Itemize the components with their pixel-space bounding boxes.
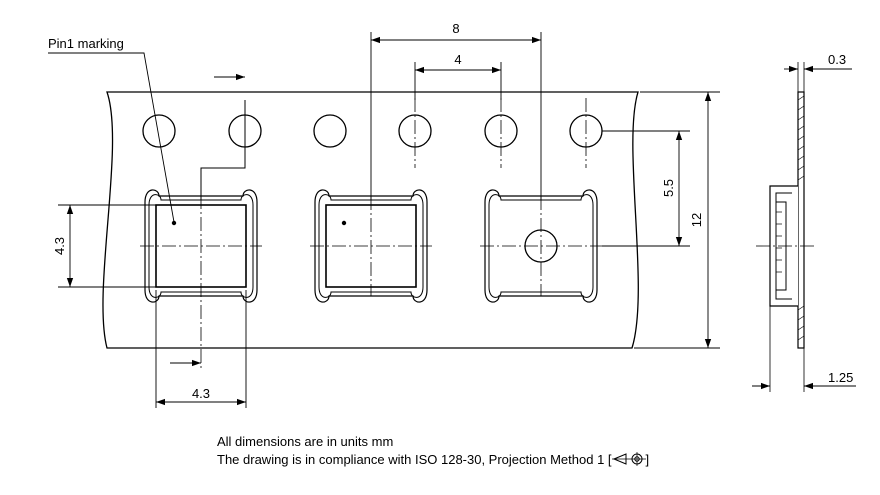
- pin1-marking-label: Pin1 marking: [48, 36, 124, 51]
- dim-offset-5-5: [602, 130, 690, 247]
- compliance-text-end: ]: [645, 452, 650, 467]
- dim-text-4: 4: [454, 52, 461, 67]
- dim-pocket-width-4-3: [155, 290, 247, 408]
- dim-tape-width-12: [634, 91, 720, 349]
- dim-pitch-8: [370, 32, 542, 200]
- sprocket-hole: [313, 114, 347, 148]
- dim-text-8: 8: [452, 21, 459, 36]
- dim-pocket-height-4-3: [58, 204, 156, 288]
- reference-line: [200, 100, 246, 200]
- dim-text-12: 12: [689, 213, 704, 227]
- dim-text-4-3-vertical: 4.3: [52, 237, 67, 255]
- units-note: All dimensions are in units mm: [217, 434, 394, 449]
- pin1-dot: [171, 220, 177, 226]
- sprocket-hole: [142, 114, 176, 148]
- compliance-note: The drawing is in compliance with ISO 12…: [217, 452, 649, 467]
- compliance-text: The drawing is in compliance with ISO 12…: [217, 452, 612, 467]
- dim-text-4-3-horizontal: 4.3: [192, 386, 210, 401]
- dim-text-1-25: 1.25: [828, 370, 853, 385]
- dim-text-5-5: 5.5: [661, 179, 676, 197]
- sprocket-holes: [142, 114, 603, 148]
- side-view: [752, 62, 856, 392]
- dim-text-0-3: 0.3: [828, 52, 846, 67]
- dim-hole-pitch-4: [414, 62, 502, 100]
- projection-method-icon: [611, 452, 646, 466]
- pin1-dot: [341, 220, 347, 226]
- pin1-leader: [48, 52, 175, 223]
